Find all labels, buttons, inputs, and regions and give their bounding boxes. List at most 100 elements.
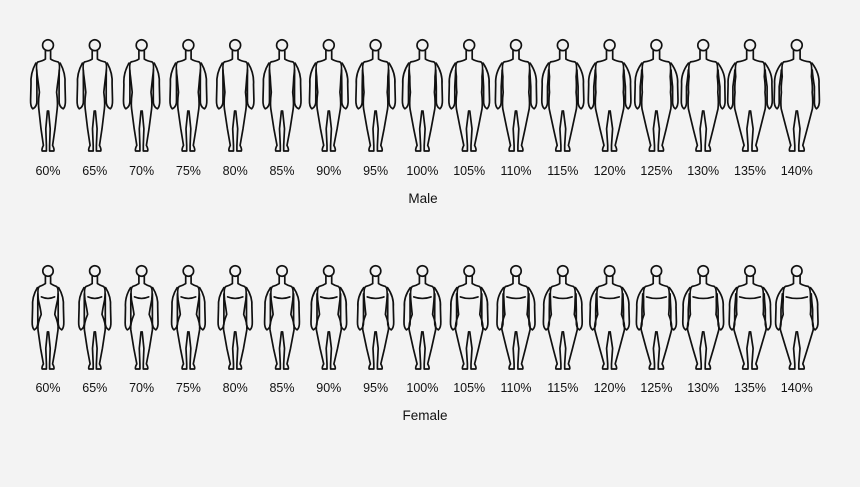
figure-arm [386, 286, 395, 331]
figure-body-outline [686, 275, 704, 370]
male-figure-110 [494, 39, 538, 152]
figure-body-outline [47, 275, 59, 370]
figure-body-outline [408, 275, 423, 370]
figure-arm [198, 286, 207, 331]
figure-arm [245, 286, 254, 331]
figure-body-outline [222, 49, 236, 152]
figure-head [229, 264, 242, 278]
male-figure-125 [633, 39, 679, 152]
female-figure-70 [124, 264, 159, 370]
figure-body-outline [268, 49, 283, 152]
figure-body-outline [749, 49, 767, 152]
male-section-title: Male [408, 191, 437, 206]
figure-arm [774, 286, 785, 331]
figure-head [510, 264, 523, 278]
figure-body-outline [547, 275, 564, 370]
figure-detail [552, 296, 573, 300]
figure-detail [412, 296, 432, 300]
figure-body-outline [422, 275, 437, 370]
figure-body-outline [188, 275, 201, 370]
female-figure-140 [774, 264, 819, 370]
male-figure-85 [262, 39, 302, 152]
figure-head [697, 264, 710, 278]
figure-head [416, 39, 429, 52]
female-figure-90 [310, 264, 348, 370]
figure-arm [680, 62, 690, 110]
female-figure-95 [356, 264, 395, 370]
male-label-65: 65% [82, 164, 107, 178]
figure-body-outline [141, 49, 155, 152]
figure-body-outline [687, 49, 704, 152]
male-label-60: 60% [35, 164, 60, 178]
figure-body-outline [501, 275, 517, 370]
figure-body-outline [188, 49, 202, 152]
figure-head [463, 264, 476, 278]
figure-arm [481, 62, 491, 110]
figure-head [275, 39, 289, 52]
figure-arm [152, 62, 161, 110]
figure-detail [133, 296, 150, 300]
figure-detail [87, 296, 103, 300]
figure-body-outline [83, 275, 96, 370]
figure-arm [246, 62, 255, 110]
figure-body-outline [361, 275, 376, 370]
figure-body-outline [501, 49, 517, 152]
figure-detail [692, 296, 715, 300]
figure-arm [574, 286, 584, 331]
male-figure-70 [122, 39, 161, 152]
figure-detail [226, 296, 244, 300]
female-label-80: 80% [223, 381, 248, 395]
figure-body-outline [702, 49, 720, 152]
figure-arm [29, 62, 38, 110]
figure-body-outline [35, 49, 49, 152]
male-figure-80 [215, 39, 255, 152]
female-label-130: 130% [687, 381, 719, 395]
figure-arm [170, 286, 179, 331]
female-label-105: 105% [453, 381, 485, 395]
figure-head [322, 39, 336, 52]
figure-arm [387, 62, 397, 110]
female-figure-130 [681, 264, 725, 370]
figure-arm [670, 62, 679, 110]
figure-arm [529, 62, 538, 110]
figure-arm [717, 62, 726, 110]
figure-arm [449, 286, 458, 331]
figure-body-outline [609, 275, 626, 370]
female-section-title: Female [402, 408, 447, 423]
figure-body-outline [176, 275, 189, 370]
figure-arm [621, 286, 631, 331]
figure-body-outline [779, 49, 798, 152]
female-figure-100 [403, 264, 442, 370]
figure-arm [262, 62, 271, 110]
figure-arm [104, 286, 112, 331]
figure-arm [540, 62, 550, 110]
figure-body-outline [468, 49, 484, 152]
figure-body-outline [94, 49, 108, 152]
figure-body-outline [515, 49, 531, 152]
figure-head [790, 39, 804, 52]
figure-head [743, 39, 757, 52]
male-label-115: 115% [547, 164, 578, 178]
male-label-110: 110% [500, 164, 531, 178]
male-figure-75 [169, 39, 208, 152]
figure-arm [715, 286, 725, 331]
figure-body-outline [640, 275, 657, 370]
figure-arm [403, 286, 412, 331]
male-label-125: 125% [640, 164, 672, 178]
figure-head [135, 264, 148, 278]
female-figure-125 [635, 264, 678, 370]
figure-arm [623, 62, 632, 110]
figure-arm [215, 62, 224, 110]
figure-arm [76, 62, 85, 110]
male-figure-120 [587, 39, 632, 152]
figure-body-outline [594, 49, 610, 152]
figure-arm [310, 286, 318, 331]
figure-detail [506, 296, 526, 300]
figure-head [369, 264, 382, 278]
figure-arm [633, 62, 643, 110]
figure-body-outline [328, 49, 343, 152]
figure-arm [169, 62, 178, 110]
male-label-95: 95% [363, 164, 388, 178]
figure-arm [726, 62, 736, 110]
figure-arm [58, 62, 67, 110]
